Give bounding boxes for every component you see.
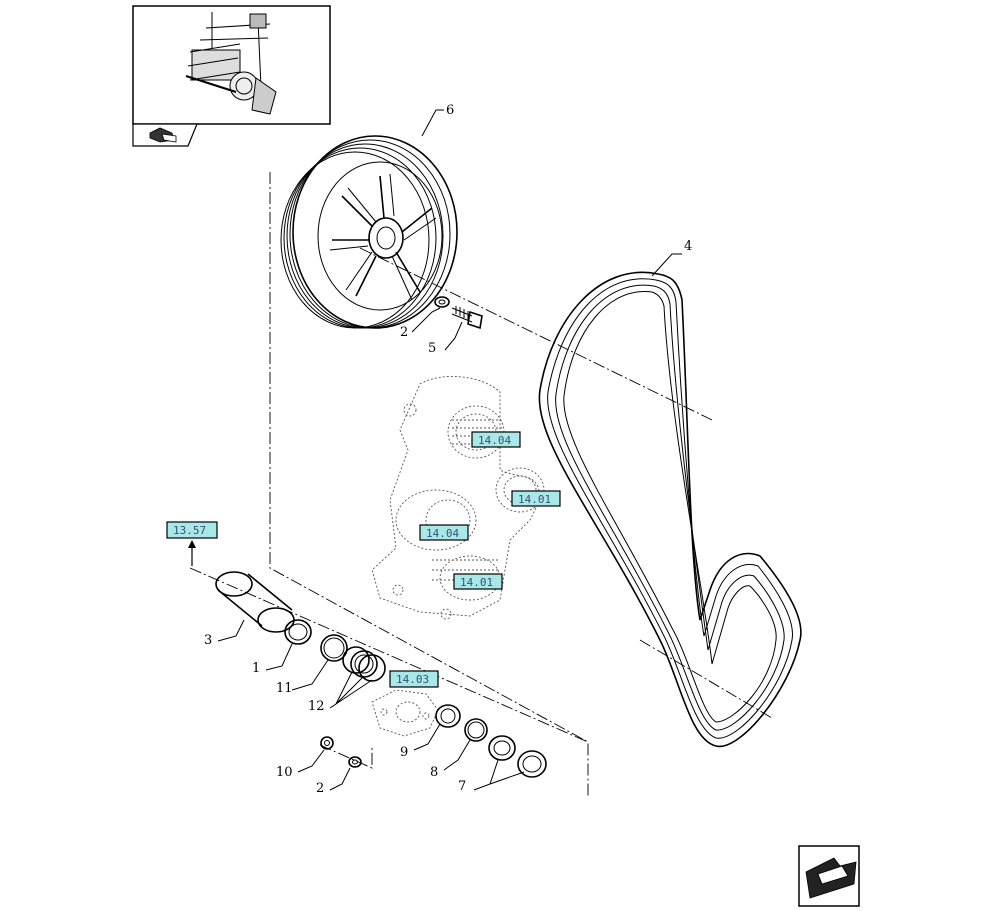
callout-leaders bbox=[217, 109, 682, 791]
belt-part[interactable] bbox=[538, 271, 802, 748]
ring-set-part[interactable] bbox=[342, 646, 386, 682]
ring-part[interactable] bbox=[284, 619, 312, 645]
callout-2: 2 bbox=[400, 325, 408, 340]
reference-label[interactable]: 14.01 bbox=[453, 573, 503, 590]
callout-5: 5 bbox=[428, 341, 436, 356]
callout-10: 10 bbox=[276, 765, 293, 780]
svg-text:14.04: 14.04 bbox=[426, 527, 459, 540]
svg-text:14.03: 14.03 bbox=[396, 673, 429, 686]
washer-part[interactable] bbox=[434, 296, 450, 308]
small-washer-part[interactable] bbox=[348, 756, 362, 768]
reference-label[interactable]: 14.04 bbox=[471, 431, 521, 448]
assembly-thumbnail-icon bbox=[185, 12, 277, 115]
svg-text:14.04: 14.04 bbox=[478, 434, 511, 447]
callout-11: 11 bbox=[276, 681, 293, 696]
pulley-part[interactable] bbox=[280, 135, 458, 329]
reference-label[interactable]: 14.04 bbox=[419, 524, 469, 541]
reference-label[interactable]: 14.01 bbox=[511, 490, 561, 507]
seal-part[interactable] bbox=[320, 634, 348, 662]
callout-8: 8 bbox=[430, 765, 438, 780]
callout-2b: 2 bbox=[316, 781, 324, 796]
bearing-housing bbox=[371, 689, 439, 737]
next-page-button[interactable] bbox=[798, 845, 860, 907]
sleeve-part[interactable] bbox=[215, 571, 295, 633]
nut-part[interactable] bbox=[320, 736, 334, 750]
bolt-part[interactable] bbox=[451, 306, 483, 330]
callout-7: 7 bbox=[458, 779, 466, 794]
circlip-part[interactable] bbox=[464, 718, 488, 742]
seal-pair-part[interactable] bbox=[488, 735, 547, 778]
callout-numbers: 2 5 6 4 3 1 11 12 9 8 7 10 2 bbox=[204, 103, 692, 796]
svg-text:14.01: 14.01 bbox=[518, 493, 551, 506]
back-button[interactable] bbox=[132, 123, 198, 147]
callout-1: 1 bbox=[252, 661, 260, 676]
svg-text:14.01: 14.01 bbox=[460, 576, 493, 589]
reference-label[interactable]: 14.03 bbox=[389, 670, 439, 688]
callout-12: 12 bbox=[308, 699, 325, 714]
callout-3: 3 bbox=[204, 633, 212, 648]
reference-arrow bbox=[188, 540, 196, 566]
reference-label[interactable]: 13.57 bbox=[166, 521, 218, 539]
svg-text:13.57: 13.57 bbox=[173, 524, 206, 537]
bearing-part[interactable] bbox=[435, 704, 461, 728]
callout-6: 6 bbox=[446, 103, 454, 118]
overview-thumbnail[interactable] bbox=[132, 5, 331, 125]
callout-4: 4 bbox=[684, 239, 692, 254]
callout-9: 9 bbox=[400, 745, 408, 760]
